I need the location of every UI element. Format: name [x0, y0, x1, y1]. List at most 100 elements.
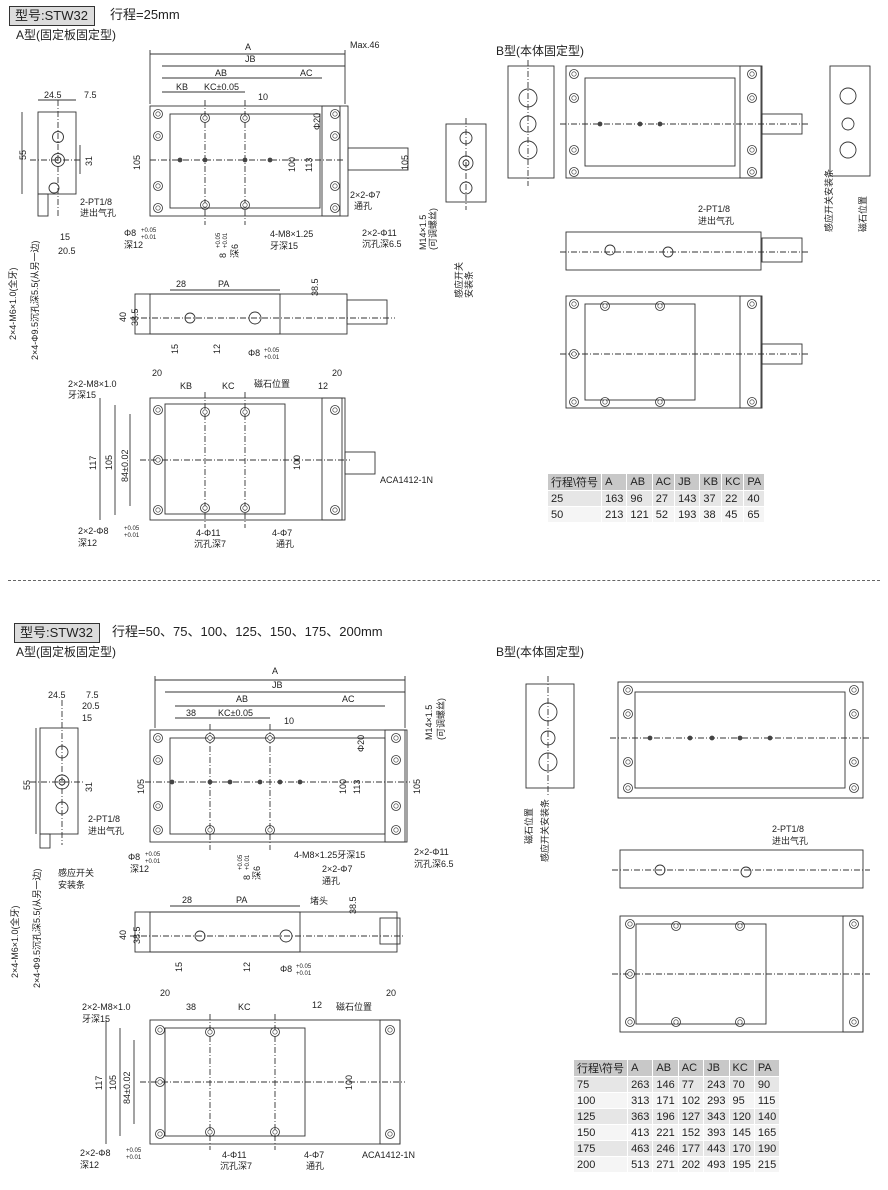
b-type-holes-2 — [623, 685, 859, 1027]
dim-label: PA — [236, 895, 247, 905]
note-label: 2×2-Φ11 — [414, 847, 449, 857]
note-label: 2×2-Φ8 — [78, 526, 108, 536]
note-label: 沉孔深7 — [220, 1161, 252, 1171]
note-label: (可调螺丝) — [435, 698, 446, 740]
table-row: 25 163 96 27 143 37 22 40 — [546, 490, 766, 507]
dim-label: KB — [180, 381, 192, 391]
note-label: 沉孔深6.5 — [414, 859, 454, 869]
note-label: 2×4-M6×1.0(全牙) — [7, 267, 18, 340]
dim-label: +0.05 — [264, 348, 280, 354]
dim-label: Φ20 — [312, 113, 322, 130]
dim-label: 20 — [386, 988, 396, 998]
table-row: 200 513 271 202 493 195 215 — [572, 1156, 781, 1173]
table-header: PA — [753, 1059, 781, 1077]
table-cell: 163 — [601, 490, 628, 507]
side-view-a-2 — [30, 700, 84, 849]
table-cell: 38 — [699, 506, 723, 523]
note-label: 2-PT1/8 — [80, 197, 112, 207]
dim-label: Φ8 — [248, 348, 260, 358]
note-label: 感应开关安装条 — [823, 169, 834, 232]
note-label: 2×4-Φ9.5沉孔深5.5(从另一边) — [32, 869, 42, 988]
dim-label: Φ20 — [356, 735, 366, 752]
note-label: 2×4-M6×1.0(全牙) — [9, 905, 20, 978]
dim-label: 7.5 — [84, 90, 97, 100]
type-a-title-2: A型(固定板固定型) — [16, 645, 116, 659]
table-cell: 221 — [652, 1124, 679, 1141]
dim-label: AC — [300, 68, 313, 78]
dim-label: AB — [236, 694, 248, 704]
note-label: 感应开关 — [453, 262, 464, 298]
b-type-views-2 — [525, 676, 870, 1033]
dim-label: 100 — [338, 779, 348, 794]
table-header: AC — [677, 1059, 705, 1077]
table-header: AC — [651, 473, 676, 491]
table-cell: 52 — [651, 506, 676, 523]
dim-label: 117 — [88, 456, 98, 470]
table-cell: 100 — [572, 1092, 629, 1109]
bottom-view-a — [99, 392, 376, 528]
dim-label: KC — [222, 381, 235, 391]
dim-label: AB — [215, 68, 227, 78]
note-label: ACA1412-1N — [362, 1150, 415, 1160]
note-label: 进出气孔 — [772, 835, 808, 846]
table-header: A — [601, 473, 628, 491]
table-cell: 202 — [677, 1156, 705, 1173]
dim-label: 84±0.02 — [120, 450, 130, 482]
table-row: 100 313 171 102 293 95 115 — [572, 1092, 781, 1109]
dim-label: 20.5 — [58, 246, 76, 256]
dim-label: 24.5 — [48, 690, 66, 700]
type-a-title: A型(固定板固定型) — [16, 28, 116, 42]
note-label: 2-PT1/8 — [88, 814, 120, 824]
dim-label: 40 — [118, 930, 128, 940]
table-cell: 215 — [753, 1156, 781, 1173]
table-cell: 50 — [546, 506, 603, 523]
table-cell: 150 — [572, 1124, 629, 1141]
note-label: 2×4-Φ9.5沉孔深5.5(从另一边) — [30, 241, 40, 360]
type-b-title-2: B型(本体固定型) — [496, 645, 584, 659]
dim-label: 38 — [186, 1002, 196, 1012]
dim-label: 100 — [344, 1075, 354, 1090]
note-label: 2×2-M8×1.0 — [68, 379, 117, 389]
dim-label: KC±0.05 — [218, 708, 253, 718]
dim-label: 113 — [304, 158, 314, 172]
table-cell: 146 — [652, 1076, 679, 1093]
table-cell: 143 — [674, 490, 701, 507]
model-tag-2: 型号:STW32 — [14, 623, 100, 643]
note-label: 深6 — [230, 244, 240, 258]
note-label: 4-Φ11 — [196, 528, 221, 538]
note-label: 感应开关 — [58, 867, 94, 878]
dim-label: 20 — [152, 368, 162, 378]
side-view-a — [21, 99, 82, 218]
table-header: JB — [674, 473, 701, 491]
table-cell: 120 — [728, 1108, 755, 1125]
dim-label: 55 — [18, 150, 28, 160]
dim-label: 38.5 — [132, 926, 142, 944]
table-cell: 127 — [677, 1108, 705, 1125]
dim-label: 105 — [132, 155, 142, 170]
dim-label: 10 — [258, 92, 268, 102]
note-label: 安装条 — [463, 271, 474, 298]
note-label: 4-Φ7 — [272, 528, 292, 538]
table-cell: 243 — [703, 1076, 730, 1093]
table-cell: 37 — [699, 490, 723, 507]
dim-label: 113 — [352, 780, 362, 794]
table-header: JB — [703, 1059, 730, 1077]
dim-label: 38.5 — [348, 896, 358, 914]
table-cell: 45 — [721, 506, 745, 523]
table-row: 125 363 196 127 343 120 140 — [572, 1108, 781, 1125]
dim-label: Φ8 — [280, 964, 292, 974]
table-cell: 175 — [572, 1140, 629, 1157]
table-cell: 177 — [677, 1140, 705, 1157]
note-label: 深12 — [124, 240, 143, 250]
dim-label: 12 — [312, 1000, 322, 1010]
dim-label: 7.5 — [86, 690, 99, 700]
table-cell: 40 — [743, 490, 766, 507]
table-cell: 271 — [652, 1156, 679, 1173]
dim-label: A — [272, 666, 278, 676]
table-cell: 27 — [651, 490, 676, 507]
dim-label: 38.5 — [310, 278, 320, 296]
note-label: 2-PT1/8 — [772, 824, 804, 834]
note-label: 4-M8×1.25 — [270, 229, 313, 239]
note-label: 沉孔深6.5 — [362, 239, 402, 249]
